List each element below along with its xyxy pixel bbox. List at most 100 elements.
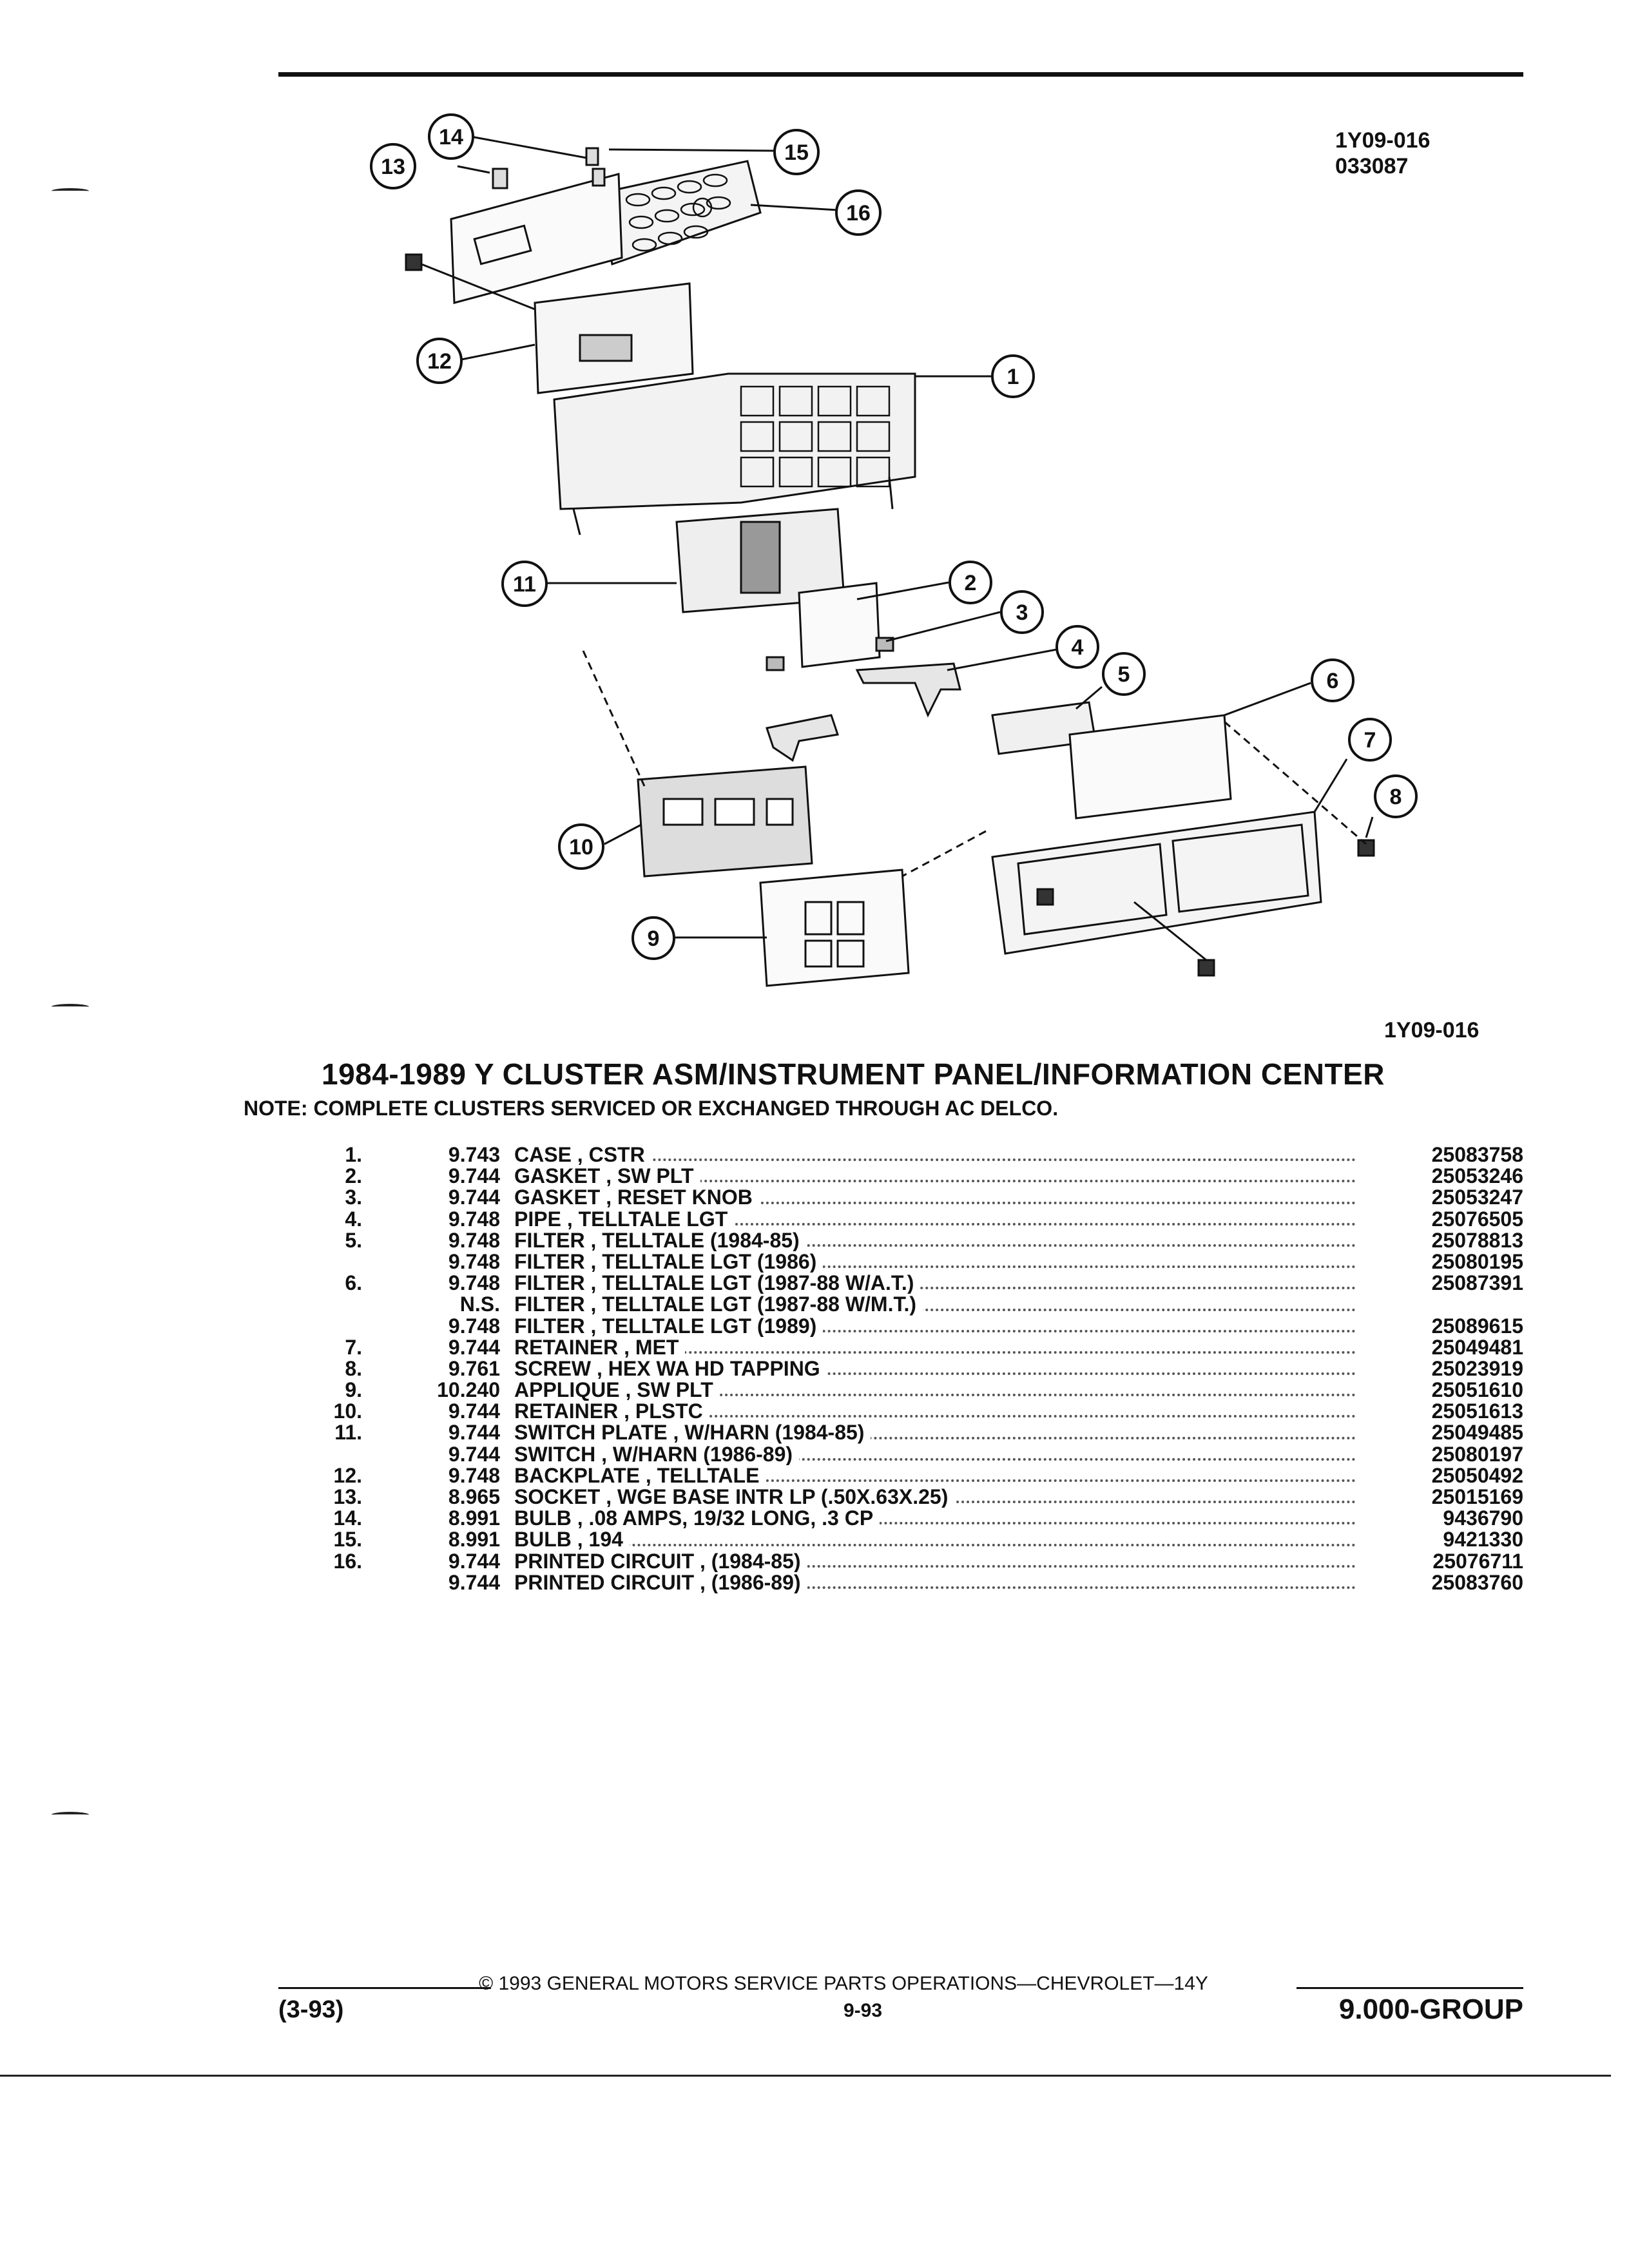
part-description: SOCKET , WGE BASE INTR LP (.50X.63X.25): [514, 1486, 955, 1508]
callout-9: 9: [631, 916, 675, 960]
part-number: 25089615: [1431, 1314, 1523, 1338]
diagram-reference-code: 1Y09-016 033087: [1335, 128, 1430, 179]
svg-text:2: 2: [965, 571, 977, 595]
part-description: FILTER , TELLTALE LGT (1987-88 W/A.T.): [514, 1273, 921, 1294]
group-number: 9.744: [448, 1335, 500, 1359]
part-description-cell: CASE , CSTR: [514, 1144, 1356, 1166]
part-number: 25087391: [1431, 1271, 1523, 1295]
part-description-cell: RETAINER , MET: [514, 1336, 1356, 1358]
diagram-code-line-2: 033087: [1335, 154, 1409, 178]
group-number: 8.991: [448, 1528, 500, 1552]
item-number: 12.: [333, 1463, 362, 1487]
group-number: 9.744: [448, 1442, 500, 1466]
item-number: 8.: [345, 1356, 362, 1380]
svg-text:5: 5: [1118, 662, 1130, 687]
group-number: 9.744: [448, 1186, 500, 1209]
group-number: 9.761: [448, 1356, 500, 1380]
callout-15: 15: [773, 129, 820, 175]
part-number: 25080197: [1431, 1442, 1523, 1466]
part-number: 25080195: [1431, 1249, 1523, 1273]
group-number: 10.240: [437, 1378, 500, 1402]
leader-dots: [514, 1180, 1356, 1183]
part-description: BULB , 194: [514, 1529, 630, 1551]
leader-dots: [514, 1308, 1356, 1311]
service-note: NOTE: COMPLETE CLUSTERS SERVICED OR EXCH…: [244, 1097, 1059, 1120]
leader-dots: [514, 1394, 1356, 1397]
part-description-cell: PIPE , TELLTALE LGT: [514, 1208, 1356, 1230]
item-number: 5.: [345, 1228, 362, 1252]
part-description-cell: SWITCH PLATE , W/HARN (1984-85): [514, 1422, 1356, 1444]
socket-part: [492, 168, 508, 189]
parts-row: 15. 8.991 BULB , 194 9421330: [277, 1528, 1523, 1552]
leader-dots: [514, 1415, 1356, 1418]
part-description-cell: BULB , .08 AMPS, 19/32 LONG, .3 CP: [514, 1508, 1356, 1530]
bottom-rule: [0, 2075, 1611, 2077]
callout-12: 12: [416, 338, 463, 384]
item-number: 15.: [333, 1528, 362, 1552]
leader-dots: [514, 1244, 1356, 1247]
svg-text:13: 13: [381, 155, 405, 179]
item-number: 3.: [345, 1186, 362, 1209]
svg-text:6: 6: [1327, 669, 1339, 693]
part-description: BULB , .08 AMPS, 19/32 LONG, .3 CP: [514, 1508, 880, 1530]
callout-11: 11: [501, 561, 548, 607]
footer-date: (3-93): [278, 1996, 344, 2023]
item-number: 4.: [345, 1207, 362, 1231]
svg-text:3: 3: [1016, 601, 1028, 625]
margin-mark: [52, 188, 89, 194]
svg-text:1: 1: [1007, 365, 1019, 389]
leader-dots: [514, 1543, 1356, 1546]
svg-text:10: 10: [569, 835, 593, 860]
part-number: 9421330: [1443, 1528, 1523, 1552]
part-description-cell: FILTER , TELLTALE LGT (1987-88 W/A.T.): [514, 1273, 1356, 1294]
item-number: 1.: [345, 1143, 362, 1166]
group-number: 9.748: [448, 1271, 500, 1295]
bulb-part: [585, 147, 599, 166]
part-description: PRINTED CIRCUIT , (1986-89): [514, 1571, 807, 1593]
part-description: SWITCH PLATE , W/HARN (1984-85): [514, 1422, 871, 1444]
callout-8: 8: [1374, 774, 1418, 818]
part-description: FILTER , TELLTALE (1984-85): [514, 1229, 806, 1251]
callout-14: 14: [428, 113, 474, 160]
leader-dots: [514, 1329, 1356, 1332]
part-description: RETAINER , MET: [514, 1336, 686, 1358]
part-number: 25049485: [1431, 1421, 1523, 1445]
part-description: FILTER , TELLTALE LGT (1989): [514, 1315, 824, 1337]
part-number: 9436790: [1443, 1506, 1523, 1530]
leader-dots: [514, 1564, 1356, 1568]
part-number: 25053247: [1431, 1186, 1523, 1209]
group-number: 9.744: [448, 1164, 500, 1188]
svg-text:11: 11: [513, 572, 536, 597]
part-description-cell: GASKET , RESET KNOB: [514, 1187, 1356, 1209]
filter-large-part: [1068, 714, 1232, 820]
screw-part: [1357, 839, 1375, 857]
svg-text:14: 14: [439, 125, 463, 149]
callout-5: 5: [1102, 652, 1146, 696]
part-description-cell: GASKET , SW PLT: [514, 1166, 1356, 1187]
bulb-part: [592, 168, 606, 187]
part-description-cell: FILTER , TELLTALE (1984-85): [514, 1229, 1356, 1251]
part-description-cell: FILTER , TELLTALE LGT (1987-88 W/M.T.): [514, 1294, 1356, 1316]
group-number: 9.743: [448, 1143, 500, 1166]
gasket-plate-part: [450, 173, 623, 304]
diagram-code-label: 1Y09-016: [1384, 1018, 1480, 1043]
part-description-cell: PRINTED CIRCUIT , (1986-89): [514, 1571, 1356, 1593]
part-description: GASKET , SW PLT: [514, 1166, 700, 1187]
group-number: 9.748: [448, 1463, 500, 1487]
retainer-met-part: [991, 811, 1322, 955]
part-description-cell: SCREW , HEX WA HD TAPPING: [514, 1358, 1356, 1380]
item-number: 6.: [345, 1271, 362, 1295]
part-description: BACKPLATE , TELLTALE: [514, 1465, 766, 1487]
part-number: 25015169: [1431, 1485, 1523, 1508]
